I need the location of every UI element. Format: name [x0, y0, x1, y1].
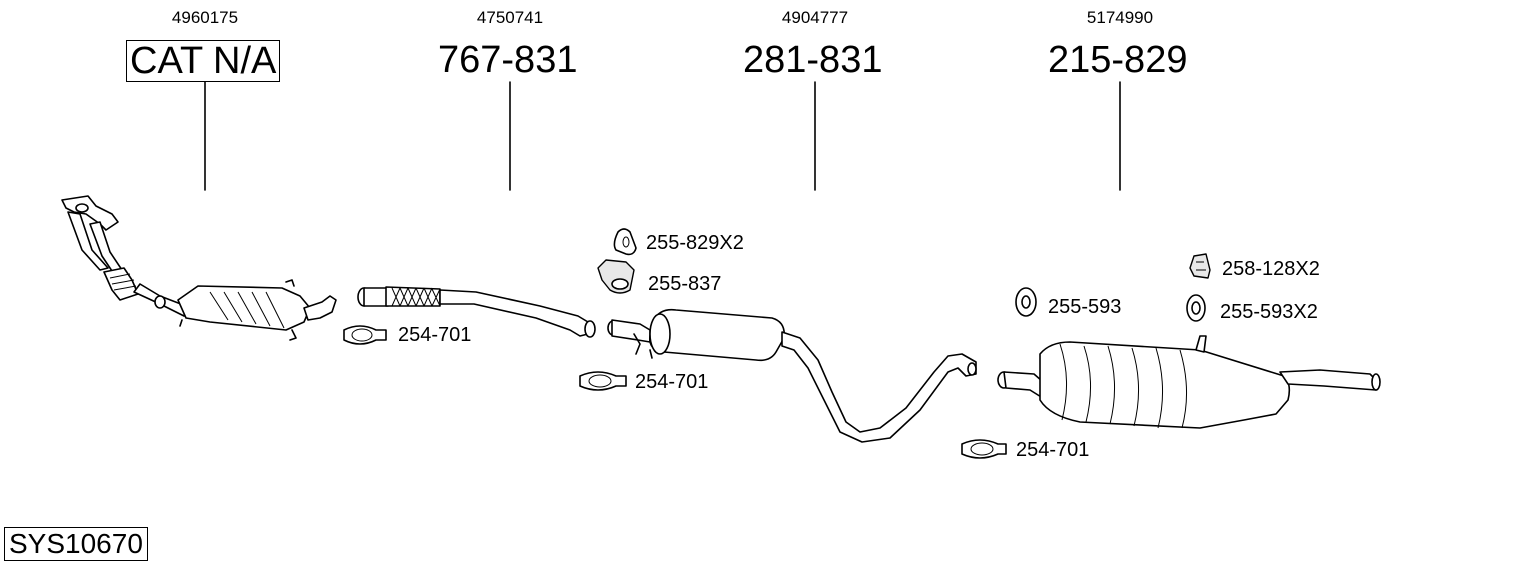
rubber-hanger-icon[interactable]: [613, 228, 637, 256]
catalytic-converter-part[interactable]: [61, 195, 337, 341]
clamp-icon[interactable]: [579, 371, 627, 391]
part-number-front-pipe[interactable]: 767-831: [438, 39, 578, 81]
clamp-icon[interactable]: [343, 325, 387, 345]
oe-number-cat: 4960175: [171, 8, 239, 27]
accessory-label-clamp-3[interactable]: 254-701: [1016, 439, 1090, 461]
accessory-label-clamp-1[interactable]: 254-701: [398, 324, 472, 346]
oe-number-front-pipe: 4750741: [476, 8, 544, 27]
accessory-label-hanger[interactable]: 255-829X2: [646, 232, 744, 254]
part-number-cat[interactable]: CAT N/A: [126, 40, 281, 82]
oe-number-centre-silencer: 4904777: [781, 8, 849, 27]
oe-number-rear-silencer: 5174990: [1086, 8, 1154, 27]
accessory-label-bracket[interactable]: 255-837: [648, 273, 722, 295]
front-pipe-part[interactable]: [357, 286, 596, 338]
accessory-label-ring[interactable]: 255-593: [1048, 296, 1122, 318]
mount-bracket-icon[interactable]: [1189, 253, 1211, 279]
part-number-centre-silencer[interactable]: 281-831: [743, 39, 883, 81]
centre-silencer-part[interactable]: [607, 308, 977, 443]
clamp-icon[interactable]: [961, 439, 1007, 459]
bracket-hanger-icon[interactable]: [597, 259, 635, 294]
rear-silencer-part[interactable]: [997, 335, 1381, 429]
part-number-rear-silencer[interactable]: 215-829: [1048, 39, 1188, 81]
accessory-label-mount[interactable]: 258-128X2: [1222, 258, 1320, 280]
rubber-ring-icon[interactable]: [1015, 287, 1037, 317]
accessory-label-ring-x2[interactable]: 255-593X2: [1220, 301, 1318, 323]
rubber-ring-icon[interactable]: [1186, 294, 1206, 322]
system-code: SYS10670: [4, 527, 148, 561]
accessory-label-clamp-2[interactable]: 254-701: [635, 371, 709, 393]
